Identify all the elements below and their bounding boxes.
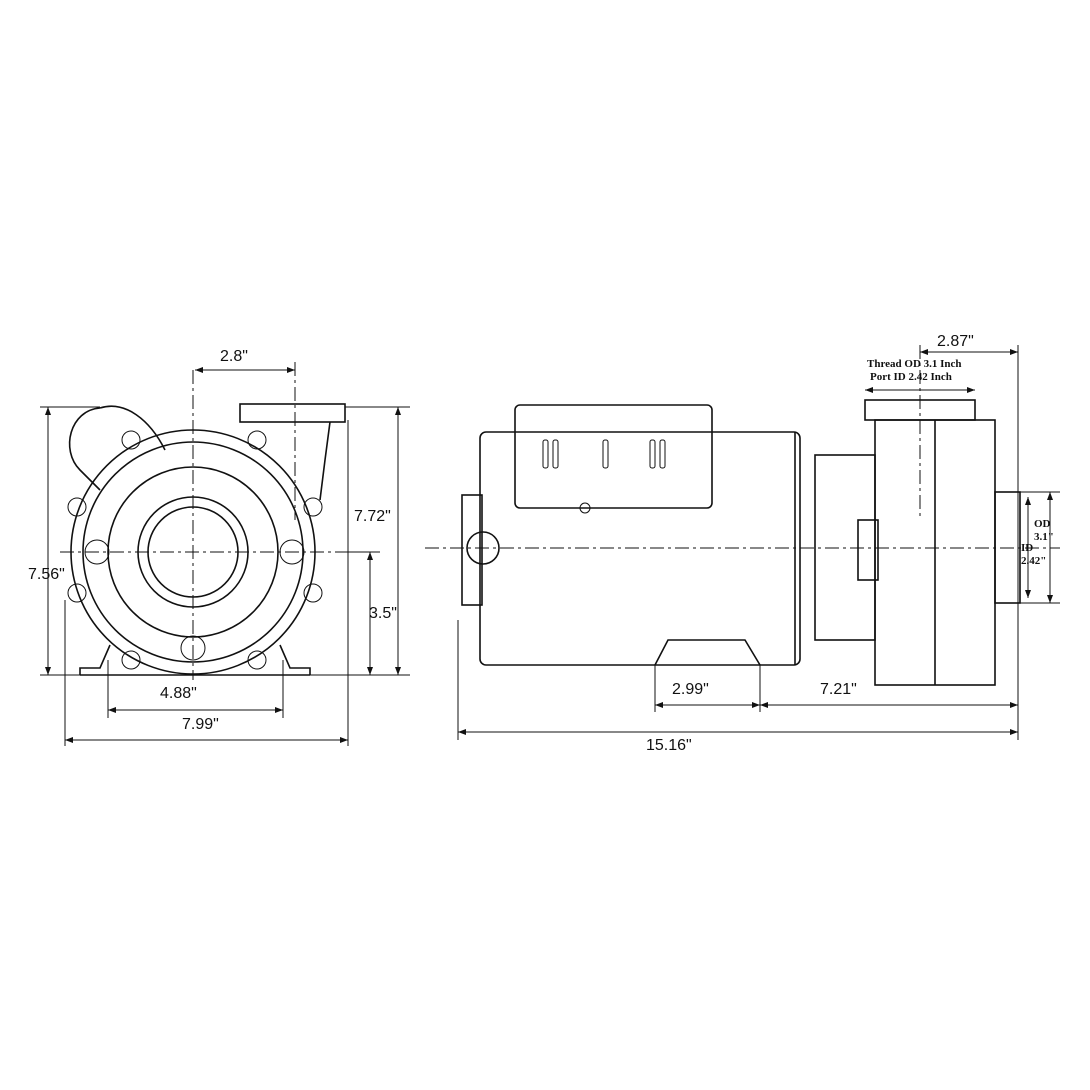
inlet-volute: [68, 407, 101, 491]
dim-shaft-height: 3.5": [369, 605, 397, 622]
side-view: [425, 345, 1060, 740]
id-value: 2.42": [1021, 555, 1047, 567]
front-view: [40, 362, 410, 746]
vent-icons: [542, 439, 666, 469]
dim-port-to-face: 2.87": [937, 333, 974, 350]
bolt-icon: [303, 583, 323, 603]
bolt-icon: [303, 497, 323, 517]
bolt-icon: [67, 583, 87, 603]
seal-plate: [857, 519, 879, 581]
dim-foot-spacing: 4.88": [160, 685, 197, 702]
dim-height-left: 7.56": [28, 566, 65, 583]
end-cap: [461, 494, 483, 606]
id-label: ID: [1021, 542, 1034, 554]
dim-foot-to-face: 7.21": [820, 681, 857, 698]
screw-icon: [579, 502, 591, 514]
note-thread-od: Thread OD 3.1 Inch: [867, 358, 962, 370]
discharge-port: [239, 403, 346, 423]
vent-slot-icon: [552, 439, 559, 469]
bolt-icon: [121, 650, 141, 670]
bolt-icon: [247, 430, 267, 450]
dim-foot-length: 2.99": [672, 681, 709, 698]
bolt-icons: [67, 430, 323, 670]
vent-slot-icon: [542, 439, 549, 469]
conduit-port: [466, 531, 500, 565]
motor-foot: [654, 639, 761, 666]
bolt-icon: [67, 497, 87, 517]
vent-slot-icon: [649, 439, 656, 469]
capacitor-cover: [514, 404, 713, 509]
note-port-id: Port ID 2.42 Inch: [870, 371, 952, 383]
dim-overall-length: 15.16": [646, 737, 692, 754]
bolt-icon: [121, 430, 141, 450]
discharge-neck: [319, 421, 331, 501]
drain-plug-icon: [180, 635, 206, 661]
dim-height-right: 7.72": [354, 508, 391, 525]
bolt-icon: [247, 650, 267, 670]
od-value: 3.1": [1034, 531, 1054, 543]
od-label: OD: [1034, 518, 1051, 530]
dim-overall-width: 7.99": [182, 716, 219, 733]
vent-slot-icon: [659, 439, 666, 469]
volute-edge: [99, 405, 166, 451]
vent-slot-icon: [602, 439, 609, 469]
dim-port-offset: 2.8": [220, 348, 248, 365]
